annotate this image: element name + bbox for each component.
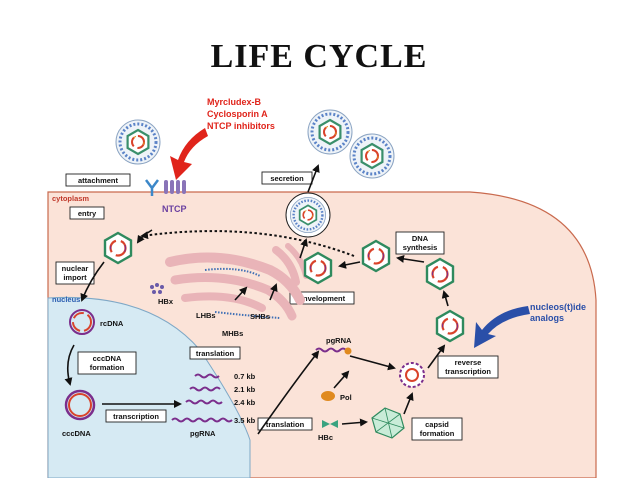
rcdna-icon	[69, 309, 95, 335]
reverse-transcription-box	[437, 355, 499, 379]
transcript-0: 0.7 kb	[234, 372, 256, 381]
pgrna-cap-icon	[344, 347, 352, 355]
pgrna-cytoplasm-label: pgRNA	[326, 336, 352, 345]
lifecycle-arrows	[64, 164, 450, 435]
pgrna-capsid-icon	[399, 362, 425, 388]
lhbs-label: LHBs	[196, 311, 216, 320]
endoplasmic-reticulum-icon	[165, 252, 305, 321]
dna-synthesis-box	[395, 231, 445, 255]
reverse-label: reverse	[455, 358, 482, 367]
synthesis-label: synthesis	[403, 243, 438, 252]
cccdna-icon	[64, 389, 96, 421]
capsid-formation-label: formation	[420, 429, 455, 438]
cccdna-formation-box	[77, 351, 137, 375]
pgrna-nucleus-label: pgRNA	[190, 429, 216, 438]
virion-secreted-2	[348, 132, 396, 180]
capsid-reverse-transcription	[435, 309, 465, 343]
transcript-2: 2.4 kb	[234, 398, 256, 407]
ntcp-label: NTCP	[162, 204, 187, 214]
cccdna-formation-label-1: cccDNA	[93, 354, 122, 363]
inhibitor-arrow	[170, 128, 208, 180]
page-title: LIFE CYCLE	[210, 38, 428, 75]
entry-label: entry	[78, 209, 97, 218]
nucleus-label: nucleus	[52, 295, 80, 304]
virion-attaching	[114, 118, 162, 166]
translation-nucleus-label: translation	[196, 349, 235, 358]
capsid-envelopment	[303, 251, 333, 285]
pol-icon	[321, 391, 335, 401]
hbc-icon	[322, 420, 338, 428]
capsid-formation-box	[411, 417, 463, 441]
translation-nucleus-box	[189, 346, 241, 360]
attachment-label: attachment	[78, 176, 119, 185]
inhibitor-ntcp: NTCP inhibitors	[207, 121, 275, 131]
cccdna-formation-label-2: formation	[90, 363, 125, 372]
translation-cytoplasm-box	[257, 417, 313, 431]
reverse-transcription-label: transcription	[445, 367, 491, 376]
transcript-3: 3.5 kb	[234, 416, 256, 425]
hbx-dots-icon	[150, 283, 164, 294]
secretion-label: secretion	[270, 174, 304, 183]
analogs-arrow	[474, 306, 530, 348]
capsid-entry	[103, 231, 133, 265]
transcription-label: transcription	[113, 412, 159, 421]
nucleos-analogs-label-2: analogs	[530, 313, 564, 323]
inhibitor-cyclosporin: Cyclosporin A	[207, 109, 268, 119]
attachment-box	[65, 173, 131, 187]
nuclear-import-box	[55, 261, 95, 285]
secretion-box	[261, 171, 313, 185]
nucleos-analogs-label-1: nucleos(t)ide	[530, 302, 586, 312]
virion-secreted-1	[306, 108, 354, 156]
recycling-arrow	[140, 230, 355, 257]
envelopment-box	[289, 291, 355, 305]
transcript-1: 2.1 kb	[234, 385, 256, 394]
transcription-box	[105, 409, 167, 423]
shbs-label: SHBs	[250, 312, 270, 321]
capsid-label: capsid	[425, 420, 449, 429]
entry-box	[69, 206, 105, 220]
hbx-label: HBx	[158, 297, 174, 306]
import-label: import	[63, 273, 87, 282]
envelopment-label: envelopment	[299, 294, 346, 303]
secretion-vesicle-icon	[285, 192, 331, 238]
pgrna-cytoplasm-icon	[315, 347, 347, 353]
capsid-dna-synthesis-1	[361, 239, 391, 273]
transcripts-group	[171, 373, 233, 423]
cytoplasm-label: cytoplasm	[52, 194, 89, 203]
mhbs-label: MHBs	[222, 329, 243, 338]
pol-label: Pol	[340, 393, 352, 402]
nucleocapsid-icon	[371, 407, 405, 439]
ntcp-icon	[164, 180, 186, 194]
hbc-label: HBc	[318, 433, 333, 442]
rcdna-label: rcDNA	[100, 319, 124, 328]
translation-cytoplasm-label: translation	[266, 420, 305, 429]
capsid-dna-synthesis-2	[425, 257, 455, 291]
nuclear-label: nuclear	[62, 264, 89, 273]
cccdna-label: cccDNA	[62, 429, 91, 438]
receptor-icon	[145, 179, 159, 196]
dna-label: DNA	[412, 234, 429, 243]
inhibitor-myrcludex: Myrcludex-B	[207, 97, 262, 107]
